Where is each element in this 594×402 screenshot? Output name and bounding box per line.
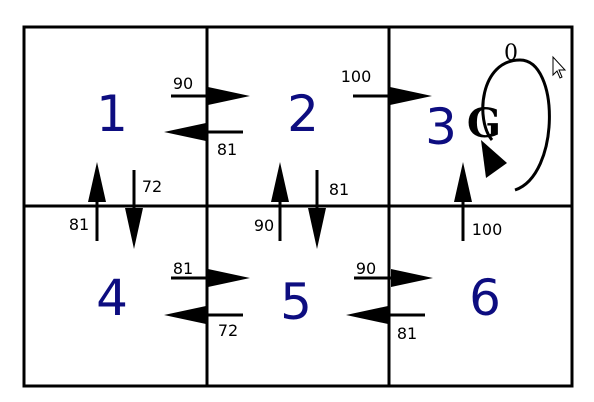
state-6: 6 [469, 269, 501, 327]
arrowhead-6-to-3 [454, 162, 472, 202]
state-labels: 1 2 3 4 5 6 [96, 85, 501, 331]
value-5-to-2: 90 [254, 216, 274, 235]
arrowhead-5-to-4 [164, 306, 206, 324]
arrowhead-1-to-2 [208, 87, 250, 105]
state-4: 4 [96, 269, 128, 327]
arrowhead-2-to-3 [390, 87, 432, 105]
value-4-to-5: 81 [173, 259, 193, 278]
arrowhead-5-to-2 [271, 162, 289, 202]
state-2: 2 [287, 85, 319, 143]
arrowhead-4-to-1 [88, 162, 106, 202]
value-2-to-1: 81 [217, 140, 237, 159]
value-5-to-6: 90 [356, 259, 376, 278]
transition-arrows [88, 87, 472, 324]
value-6-to-3: 100 [472, 220, 503, 239]
value-2-to-5: 81 [329, 180, 349, 199]
self-loop-value: 0 [504, 41, 518, 66]
value-6-to-5: 81 [397, 324, 417, 343]
grid-lines [22, 25, 574, 388]
goal-self-loop-arrow [481, 58, 551, 192]
arrowhead-1-to-4 [125, 208, 143, 249]
state-3: 3 [425, 98, 457, 156]
state-5: 5 [280, 273, 312, 331]
mouse-cursor-icon [552, 55, 567, 79]
arrowhead-4-to-5 [208, 269, 250, 287]
arrowhead-5-to-6 [391, 269, 433, 287]
value-4-to-1: 81 [69, 215, 89, 234]
value-1-to-2: 90 [173, 74, 193, 93]
transition-value-labels: 90 81 100 72 81 81 90 100 81 72 90 81 [69, 67, 502, 343]
arrowhead-2-to-1 [164, 123, 206, 141]
goal-self-loop-arrowhead [481, 140, 507, 178]
value-1-to-4: 72 [142, 177, 162, 196]
arrowhead-2-to-5 [308, 208, 326, 249]
value-2-to-3: 100 [341, 67, 372, 86]
state-1: 1 [96, 85, 128, 143]
arrowhead-6-to-5 [346, 306, 388, 324]
value-5-to-4: 72 [218, 321, 238, 340]
